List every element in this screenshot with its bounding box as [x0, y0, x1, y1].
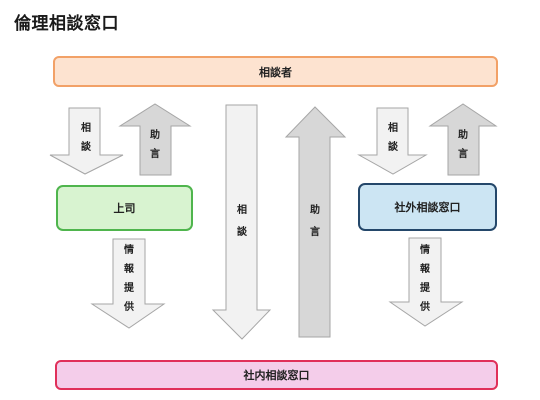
- label-advice-center: 助言: [310, 205, 320, 238]
- external-desk-box: 社外相談窓口: [358, 183, 497, 231]
- internal-desk-box: 社内相談窓口: [55, 360, 498, 390]
- arrow-info-from-supervisor: [90, 238, 166, 329]
- label-info-left: 情報提供: [124, 245, 134, 313]
- page-title: 倫理相談窓口: [14, 14, 119, 34]
- label-advice-left: 助言: [150, 130, 160, 160]
- label-advice-right: 助言: [458, 130, 468, 160]
- arrow-consult-to-external: [357, 107, 428, 175]
- arrow-info-from-external: [388, 237, 464, 327]
- consultee-box: 相談者: [53, 56, 498, 87]
- arrow-consult-to-supervisor: [49, 107, 124, 175]
- arrow-advice-from-supervisor: [118, 103, 192, 176]
- arrow-advice-from-internal: [284, 106, 347, 338]
- arrow-consult-to-internal: [211, 104, 272, 340]
- supervisor-box: 上司: [56, 185, 193, 231]
- label-consult-right: 相談: [388, 123, 398, 153]
- label-info-right: 情報提供: [420, 245, 430, 313]
- label-consult-left: 相談: [81, 123, 91, 153]
- arrow-advice-from-external: [428, 103, 498, 176]
- label-consult-center: 相談: [237, 205, 247, 238]
